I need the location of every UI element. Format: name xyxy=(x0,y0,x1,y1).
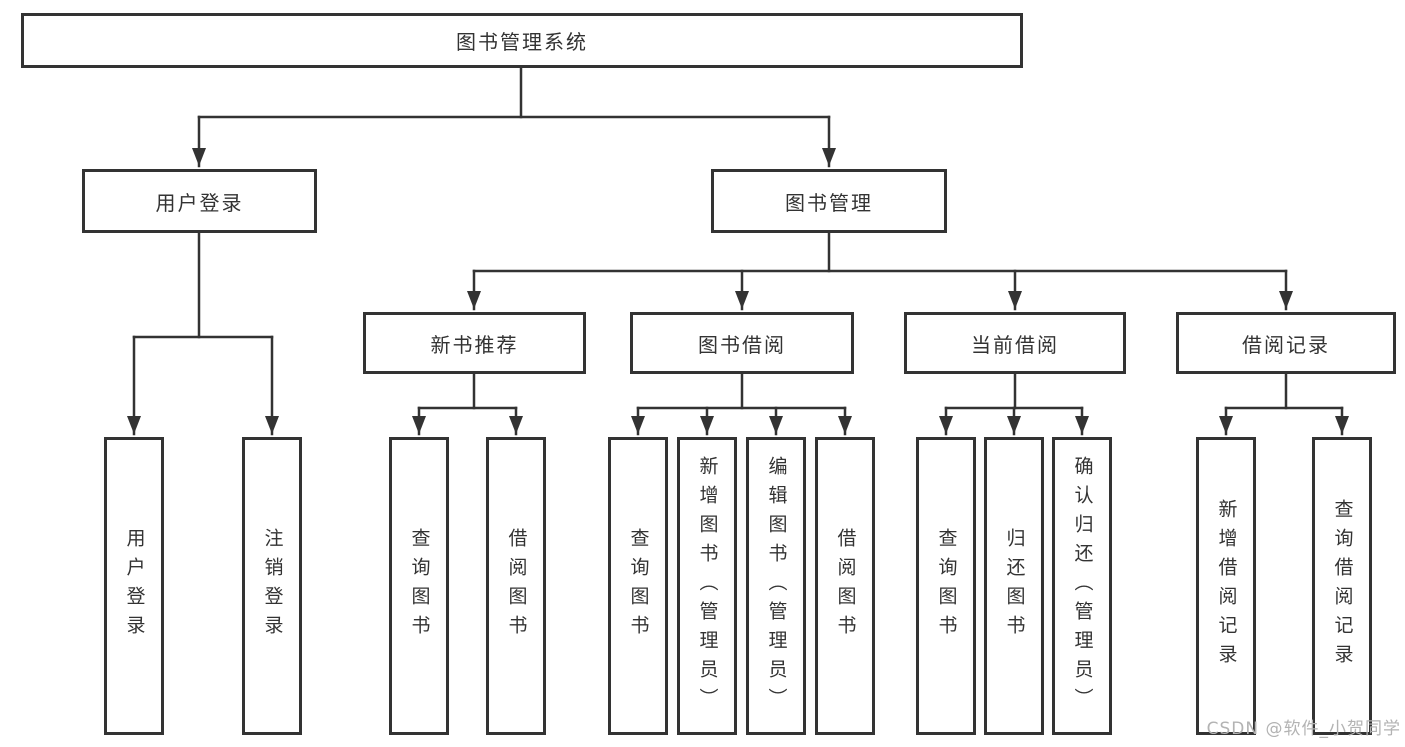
leaf-query-books-current: 查询图书 xyxy=(916,437,976,735)
csdn-watermark: CSDN @软件_小贺同学 xyxy=(1206,719,1401,739)
node-borrow-records: 借阅记录 xyxy=(1176,312,1396,374)
node-book-borrow: 图书借阅 xyxy=(630,312,854,374)
leaf-label: 归还图书 xyxy=(1003,528,1026,644)
node-current-borrow: 当前借阅 xyxy=(904,312,1126,374)
leaf-confirm-return-admin: 确认归还（管理员） xyxy=(1052,437,1112,735)
leaf-add-borrow-record: 新增借阅记录 xyxy=(1196,437,1256,735)
leaf-edit-book-admin: 编辑图书（管理员） xyxy=(746,437,806,735)
leaf-label: 编辑图书（管理员） xyxy=(765,455,788,717)
leaf-label: 借阅图书 xyxy=(834,528,857,644)
leaf-return-book: 归还图书 xyxy=(984,437,1044,735)
node-label: 图书借阅 xyxy=(698,332,786,357)
leaf-label: 新增图书（管理员） xyxy=(696,455,719,717)
leaf-label: 新增借阅记录 xyxy=(1215,499,1238,673)
leaf-label: 查询图书 xyxy=(935,528,958,644)
leaf-label: 用户登录 xyxy=(123,528,146,644)
node-user-login: 用户登录 xyxy=(82,169,317,233)
leaf-label: 注销登录 xyxy=(261,528,284,644)
node-label: 新书推荐 xyxy=(430,332,519,357)
node-label: 图书管理 xyxy=(785,190,873,215)
node-new-book-recommend: 新书推荐 xyxy=(363,312,586,374)
node-label: 当前借阅 xyxy=(971,332,1059,357)
node-label: 借阅记录 xyxy=(1242,332,1330,357)
leaf-add-book-admin: 新增图书（管理员） xyxy=(677,437,737,735)
leaf-label: 查询图书 xyxy=(408,528,431,644)
leaf-user-login: 用户登录 xyxy=(104,437,164,735)
leaf-label: 借阅图书 xyxy=(505,528,528,644)
leaf-query-books-borrow: 查询图书 xyxy=(608,437,668,735)
leaf-borrow-books-recommend: 借阅图书 xyxy=(486,437,546,735)
leaf-label: 确认归还（管理员） xyxy=(1071,455,1094,717)
leaf-logout: 注销登录 xyxy=(242,437,302,735)
node-library-system: 图书管理系统 xyxy=(21,13,1023,68)
leaf-query-books-recommend: 查询图书 xyxy=(389,437,449,735)
leaf-label: 查询借阅记录 xyxy=(1331,499,1354,673)
leaf-query-borrow-record: 查询借阅记录 xyxy=(1312,437,1372,735)
leaf-label: 查询图书 xyxy=(627,528,650,644)
node-label: 用户登录 xyxy=(155,190,244,215)
node-book-management: 图书管理 xyxy=(711,169,947,233)
leaf-borrow-books-borrow: 借阅图书 xyxy=(815,437,875,735)
node-label: 图书管理系统 xyxy=(456,30,588,54)
